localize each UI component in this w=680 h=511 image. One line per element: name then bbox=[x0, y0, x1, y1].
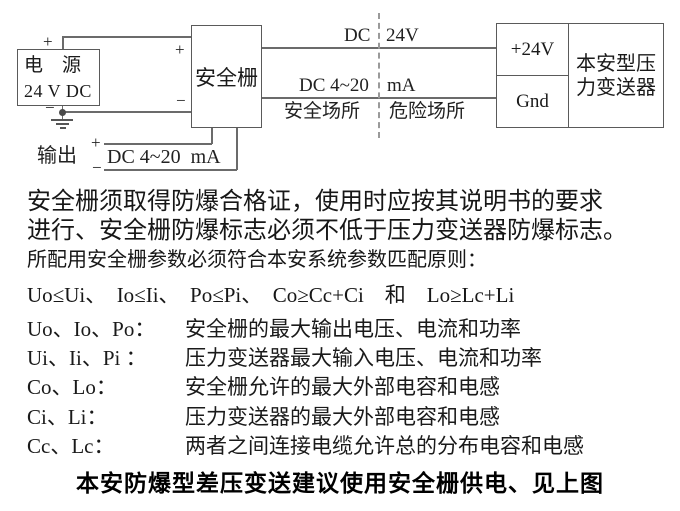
definition-term: Cc、Lc： bbox=[27, 434, 115, 458]
transmitter-name: 本安型压 力变送器 bbox=[569, 24, 663, 127]
safety-barrier-label: 安全栅 bbox=[195, 65, 258, 90]
definition-desc: 安全栅允许的最大外部电容和电感 bbox=[185, 375, 500, 399]
formula-line: Uo≤Ui、 Io≤Ii、 Po≤Pi、 Co≥Cc+Ci 和 Lo≥Lc+Li bbox=[27, 283, 515, 307]
barrier-plus-sign: + bbox=[175, 40, 185, 59]
definition-desc: 安全栅的最大输出电压、电流和功率 bbox=[185, 317, 521, 341]
note-line-3: 所配用安全栅参数必须符合本安系统参数匹配原则： bbox=[27, 249, 487, 271]
output-signal-label: DC 4~20 mA bbox=[107, 146, 221, 168]
output-minus-sign: − bbox=[92, 158, 102, 177]
barrier-minus-sign: − bbox=[176, 91, 186, 110]
wire-output-plus-vertical bbox=[211, 127, 213, 144]
definition-term: Co、Lo： bbox=[27, 375, 117, 399]
safety-barrier-box: 安全栅 bbox=[191, 25, 262, 128]
wire-output-plus-horizontal bbox=[104, 143, 212, 145]
junction-dot bbox=[58, 108, 66, 116]
transmitter-terminals: +24V Gnd bbox=[497, 24, 569, 127]
power-supply-voltage: 24 V DC bbox=[24, 81, 92, 101]
wire-output-minus-horizontal bbox=[104, 169, 237, 171]
ground-icon bbox=[56, 123, 69, 125]
ground-icon bbox=[51, 119, 73, 121]
hazard-area-label: 危险场所 bbox=[389, 101, 466, 122]
power-plus-sign: + bbox=[43, 32, 53, 51]
transmitter-name-line1: 本安型压 bbox=[576, 52, 656, 75]
definition-term: Ci、Li： bbox=[27, 405, 108, 429]
footer-recommendation: 本安防爆型差压变送建议使用安全栅供电、见上图 bbox=[76, 471, 604, 497]
wire-label-24v: 24V bbox=[386, 25, 419, 46]
safe-area-label: 安全场所 bbox=[284, 101, 361, 122]
definition-term: Ui、Ii、Pi ： bbox=[27, 346, 147, 370]
definition-desc: 压力变送器最大输入电压、电流和功率 bbox=[185, 346, 542, 370]
power-supply-label: 电 源 bbox=[24, 55, 82, 76]
area-divider-dashed-line bbox=[378, 13, 380, 138]
wire-output-minus-vertical bbox=[236, 127, 238, 170]
wire-label-dc: DC bbox=[344, 25, 371, 46]
definition-term: Uo、Io、Po： bbox=[27, 317, 156, 341]
ground-icon bbox=[60, 127, 66, 129]
wire-label-dc420: DC 4~20 bbox=[299, 75, 369, 96]
transmitter-box: +24V Gnd 本安型压 力变送器 bbox=[496, 23, 664, 128]
wire-power-plus-vertical bbox=[62, 36, 64, 50]
terminal-plus24v: +24V bbox=[497, 24, 568, 76]
note-line-1: 安全栅须取得防爆合格证，使用时应按其说明书的要求 bbox=[27, 189, 603, 215]
output-label: 输出 bbox=[37, 145, 77, 167]
definition-desc: 两者之间连接电缆允许总的分布电容和电感 bbox=[185, 434, 584, 458]
output-plus-sign: + bbox=[91, 133, 101, 152]
transmitter-name-line2: 力变送器 bbox=[576, 76, 656, 99]
note-line-2: 进行、安全栅防爆标志必须不低于压力变送器防爆标志。 bbox=[27, 218, 627, 244]
terminal-gnd: Gnd bbox=[516, 90, 549, 112]
power-supply-box: 电 源 24 V DC bbox=[17, 49, 100, 106]
power-minus-sign: − bbox=[45, 98, 55, 117]
definition-desc: 压力变送器的最大外部电容和电感 bbox=[185, 405, 500, 429]
wire-label-ma: mA bbox=[387, 75, 416, 96]
wire-power-minus-horizontal bbox=[62, 111, 192, 113]
wire-power-plus-horizontal bbox=[62, 36, 192, 38]
